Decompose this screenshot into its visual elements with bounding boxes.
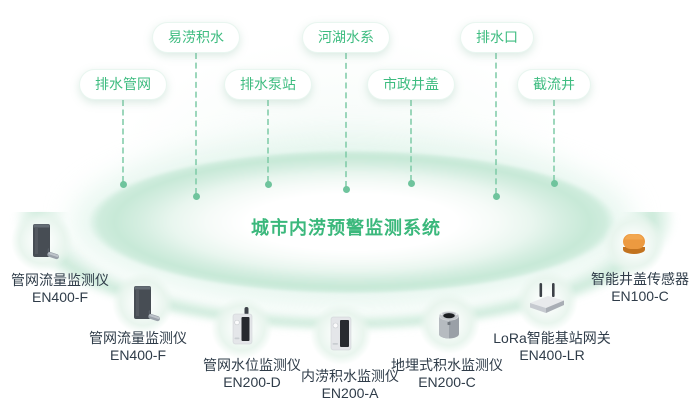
tag-drain-outlet: 排水口 xyxy=(460,22,534,53)
manhole-cover-sensor-icon xyxy=(623,234,645,254)
device-name: 管网流量监测仪 xyxy=(11,272,109,288)
device-name: 管网水位监测仪 xyxy=(203,357,301,373)
system-title: 城市内涝预警监测系统 xyxy=(251,218,441,238)
connector-dot-icon xyxy=(120,181,127,188)
connector-dot-icon xyxy=(343,186,350,193)
lora-gateway-icon xyxy=(530,283,564,313)
platform-ellipse xyxy=(88,150,616,294)
device-bubble xyxy=(211,297,273,359)
tag-flood-prone-water: 易涝积水 xyxy=(152,22,240,53)
device-name: 地埋式积水监测仪 xyxy=(391,357,503,373)
device-model: EN200-C xyxy=(418,374,476,390)
connector-dot-icon xyxy=(193,193,200,200)
device-bubble xyxy=(603,213,665,275)
waterlogging-monitor-icon xyxy=(330,316,352,351)
device-bubble xyxy=(112,272,174,334)
connector-dot-icon xyxy=(408,180,415,187)
connector-line xyxy=(265,100,272,188)
tag-drainage-network: 排水管网 xyxy=(79,69,167,100)
connector-dot-icon xyxy=(493,193,500,200)
device-bubble xyxy=(516,270,578,332)
device-bubble xyxy=(310,303,372,365)
connector-dot-icon xyxy=(265,181,272,188)
connector-line xyxy=(193,53,200,200)
device-model: EN100-C xyxy=(611,288,669,304)
pipe-water-level-monitor-icon xyxy=(232,307,253,345)
device-model: EN400-F xyxy=(109,347,167,363)
connector-dot-icon xyxy=(551,180,558,187)
device-bubble xyxy=(11,210,73,272)
buried-water-monitor-icon xyxy=(439,311,459,339)
pipe-flow-monitor-icon xyxy=(33,224,60,260)
device-model: EN200-A xyxy=(321,385,379,401)
device-model: EN200-D xyxy=(223,374,281,390)
tag-intercepting-well: 截流井 xyxy=(517,69,591,100)
tag-municipal-manhole: 市政井盖 xyxy=(367,69,455,100)
tag-pumping-station: 排水泵站 xyxy=(224,69,312,100)
device-name: LoRa智能基站网关 xyxy=(493,330,611,346)
connector-line xyxy=(343,53,350,193)
device-name: 管网流量监测仪 xyxy=(89,330,187,346)
connector-line xyxy=(120,100,127,188)
device-bubble xyxy=(418,292,480,354)
device-model: EN400-LR xyxy=(519,347,585,363)
connector-line xyxy=(493,53,500,200)
device-model: EN400-F xyxy=(31,289,89,305)
pipe-flow-monitor-icon xyxy=(134,286,161,322)
connector-line xyxy=(551,100,558,187)
connector-line xyxy=(408,100,415,187)
device-name: 内涝积水监测仪 xyxy=(301,368,399,384)
tag-river-lake-system: 河湖水系 xyxy=(302,22,390,53)
device-name: 智能井盖传感器 xyxy=(591,271,689,287)
